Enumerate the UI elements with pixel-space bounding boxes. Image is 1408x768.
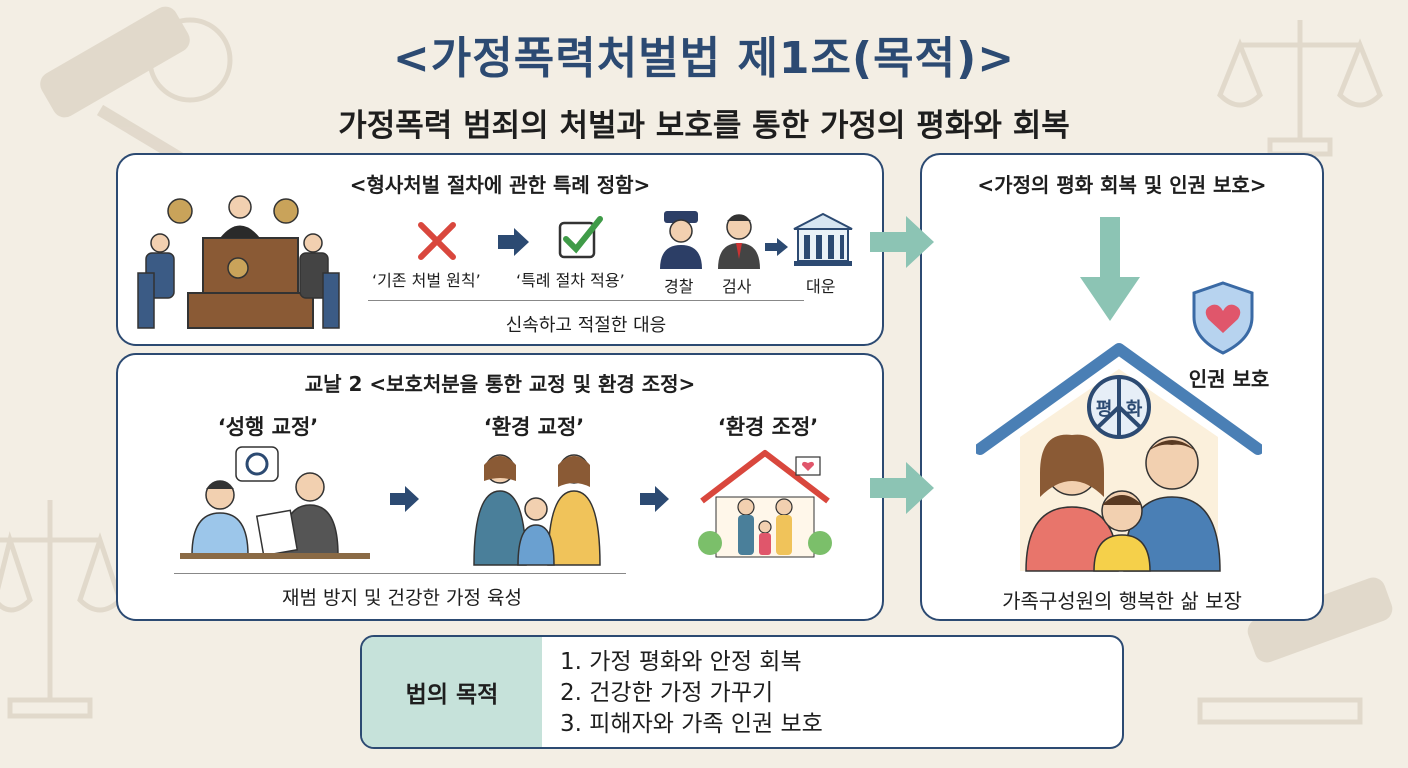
stage-label-environment-correction: ‘환경 교정’ bbox=[483, 415, 585, 439]
divider-line bbox=[174, 573, 626, 574]
lawyer-icon bbox=[150, 233, 170, 253]
step-label-existing-principle: ‘기존 처벌 원칙’ bbox=[372, 271, 481, 290]
shield-heart-icon bbox=[1192, 281, 1254, 355]
arrow-down-icon bbox=[1080, 217, 1140, 321]
stage-label-environment-adjustment: ‘환경 조정’ bbox=[717, 415, 819, 439]
criminal-procedure-box: <형사처벌 절차에 관한 특례 정함> ‘기존 처벌 원칙’ ‘특례 절차 적용… bbox=[116, 153, 884, 346]
family-support-illustration bbox=[473, 454, 601, 566]
divider-line bbox=[368, 300, 804, 301]
page-subtitle: 가정폭력 범죄의 처벌과 보호를 통한 가정의 평화와 회복 bbox=[338, 108, 1070, 144]
emblem-icon bbox=[273, 198, 299, 224]
scales-icon bbox=[0, 500, 123, 719]
arrow-right-icon bbox=[765, 238, 788, 256]
protection-summary: 재범 방지 및 건강한 가정 육성 bbox=[282, 587, 522, 609]
actor-label-prosecutor: 검사 bbox=[722, 277, 752, 296]
shield-label: 인권 보호 bbox=[1188, 367, 1270, 391]
purpose-item: 2. 건강한 가정 가꾸기 bbox=[560, 680, 774, 706]
page-title: <가정폭력처벌법 제1조(목적)> bbox=[392, 33, 1016, 84]
purpose-item: 3. 피해자와 가족 인권 보호 bbox=[560, 711, 823, 737]
happy-family-house-illustration: 평 화 bbox=[976, 343, 1262, 572]
peace-char-1: 평 bbox=[1096, 399, 1113, 420]
arrow-right-icon bbox=[498, 228, 529, 256]
police-officer-icon bbox=[660, 211, 702, 269]
building-icon bbox=[793, 212, 853, 266]
peace-recovery-box: <가정의 평화 회복 및 인권 보호> 인권 보호 평 화 가족구성원의 행복한… bbox=[920, 153, 1324, 621]
peace-recovery-title: <가정의 평화 회복 및 인권 보호> bbox=[977, 173, 1267, 197]
criminal-summary: 신속하고 적절한 대응 bbox=[505, 315, 667, 336]
x-mark-icon bbox=[418, 222, 456, 260]
prosecutor-icon bbox=[718, 214, 760, 269]
result-summary: 가족구성원의 행복한 삶 보장 bbox=[1002, 589, 1242, 613]
law-purpose-label: 법의 목적 bbox=[362, 637, 542, 747]
lawyer-icon bbox=[303, 233, 323, 253]
checkbox-icon bbox=[558, 216, 603, 259]
actor-label-police: 경찰 bbox=[664, 277, 694, 296]
family-house-illustration bbox=[698, 450, 832, 558]
emblem-icon bbox=[167, 198, 193, 224]
protection-disposition-title: 교날 2 <보호처분을 통한 교정 및 환경 조정> bbox=[304, 372, 696, 396]
protection-disposition-box: 교날 2 <보호처분을 통한 교정 및 환경 조정> ‘성행 교정’ ‘환경 교… bbox=[116, 353, 884, 621]
arrow-right-icon bbox=[390, 486, 419, 512]
judge-icon bbox=[228, 195, 252, 219]
actor-label-response: 대운 bbox=[806, 277, 836, 296]
criminal-procedure-title: <형사처벌 절차에 관한 특례 정함> bbox=[349, 173, 651, 197]
law-purpose-panel: 법의 목적 1. 가정 평화와 안정 회복 2. 건강한 가정 가꾸기 3. 피… bbox=[360, 635, 1124, 749]
flow-arrow-icon bbox=[870, 462, 934, 514]
stage-label-behavior: ‘성행 교정’ bbox=[217, 415, 319, 439]
step-label-special-procedure: ‘특례 절차 적용’ bbox=[516, 271, 625, 290]
peace-char-2: 화 bbox=[1126, 399, 1143, 420]
purpose-item: 1. 가정 평화와 안정 회복 bbox=[560, 649, 802, 675]
counseling-illustration bbox=[180, 446, 370, 559]
arrow-right-icon bbox=[640, 486, 669, 512]
courtroom-illustration bbox=[137, 195, 340, 329]
flow-arrow-icon bbox=[870, 216, 934, 268]
